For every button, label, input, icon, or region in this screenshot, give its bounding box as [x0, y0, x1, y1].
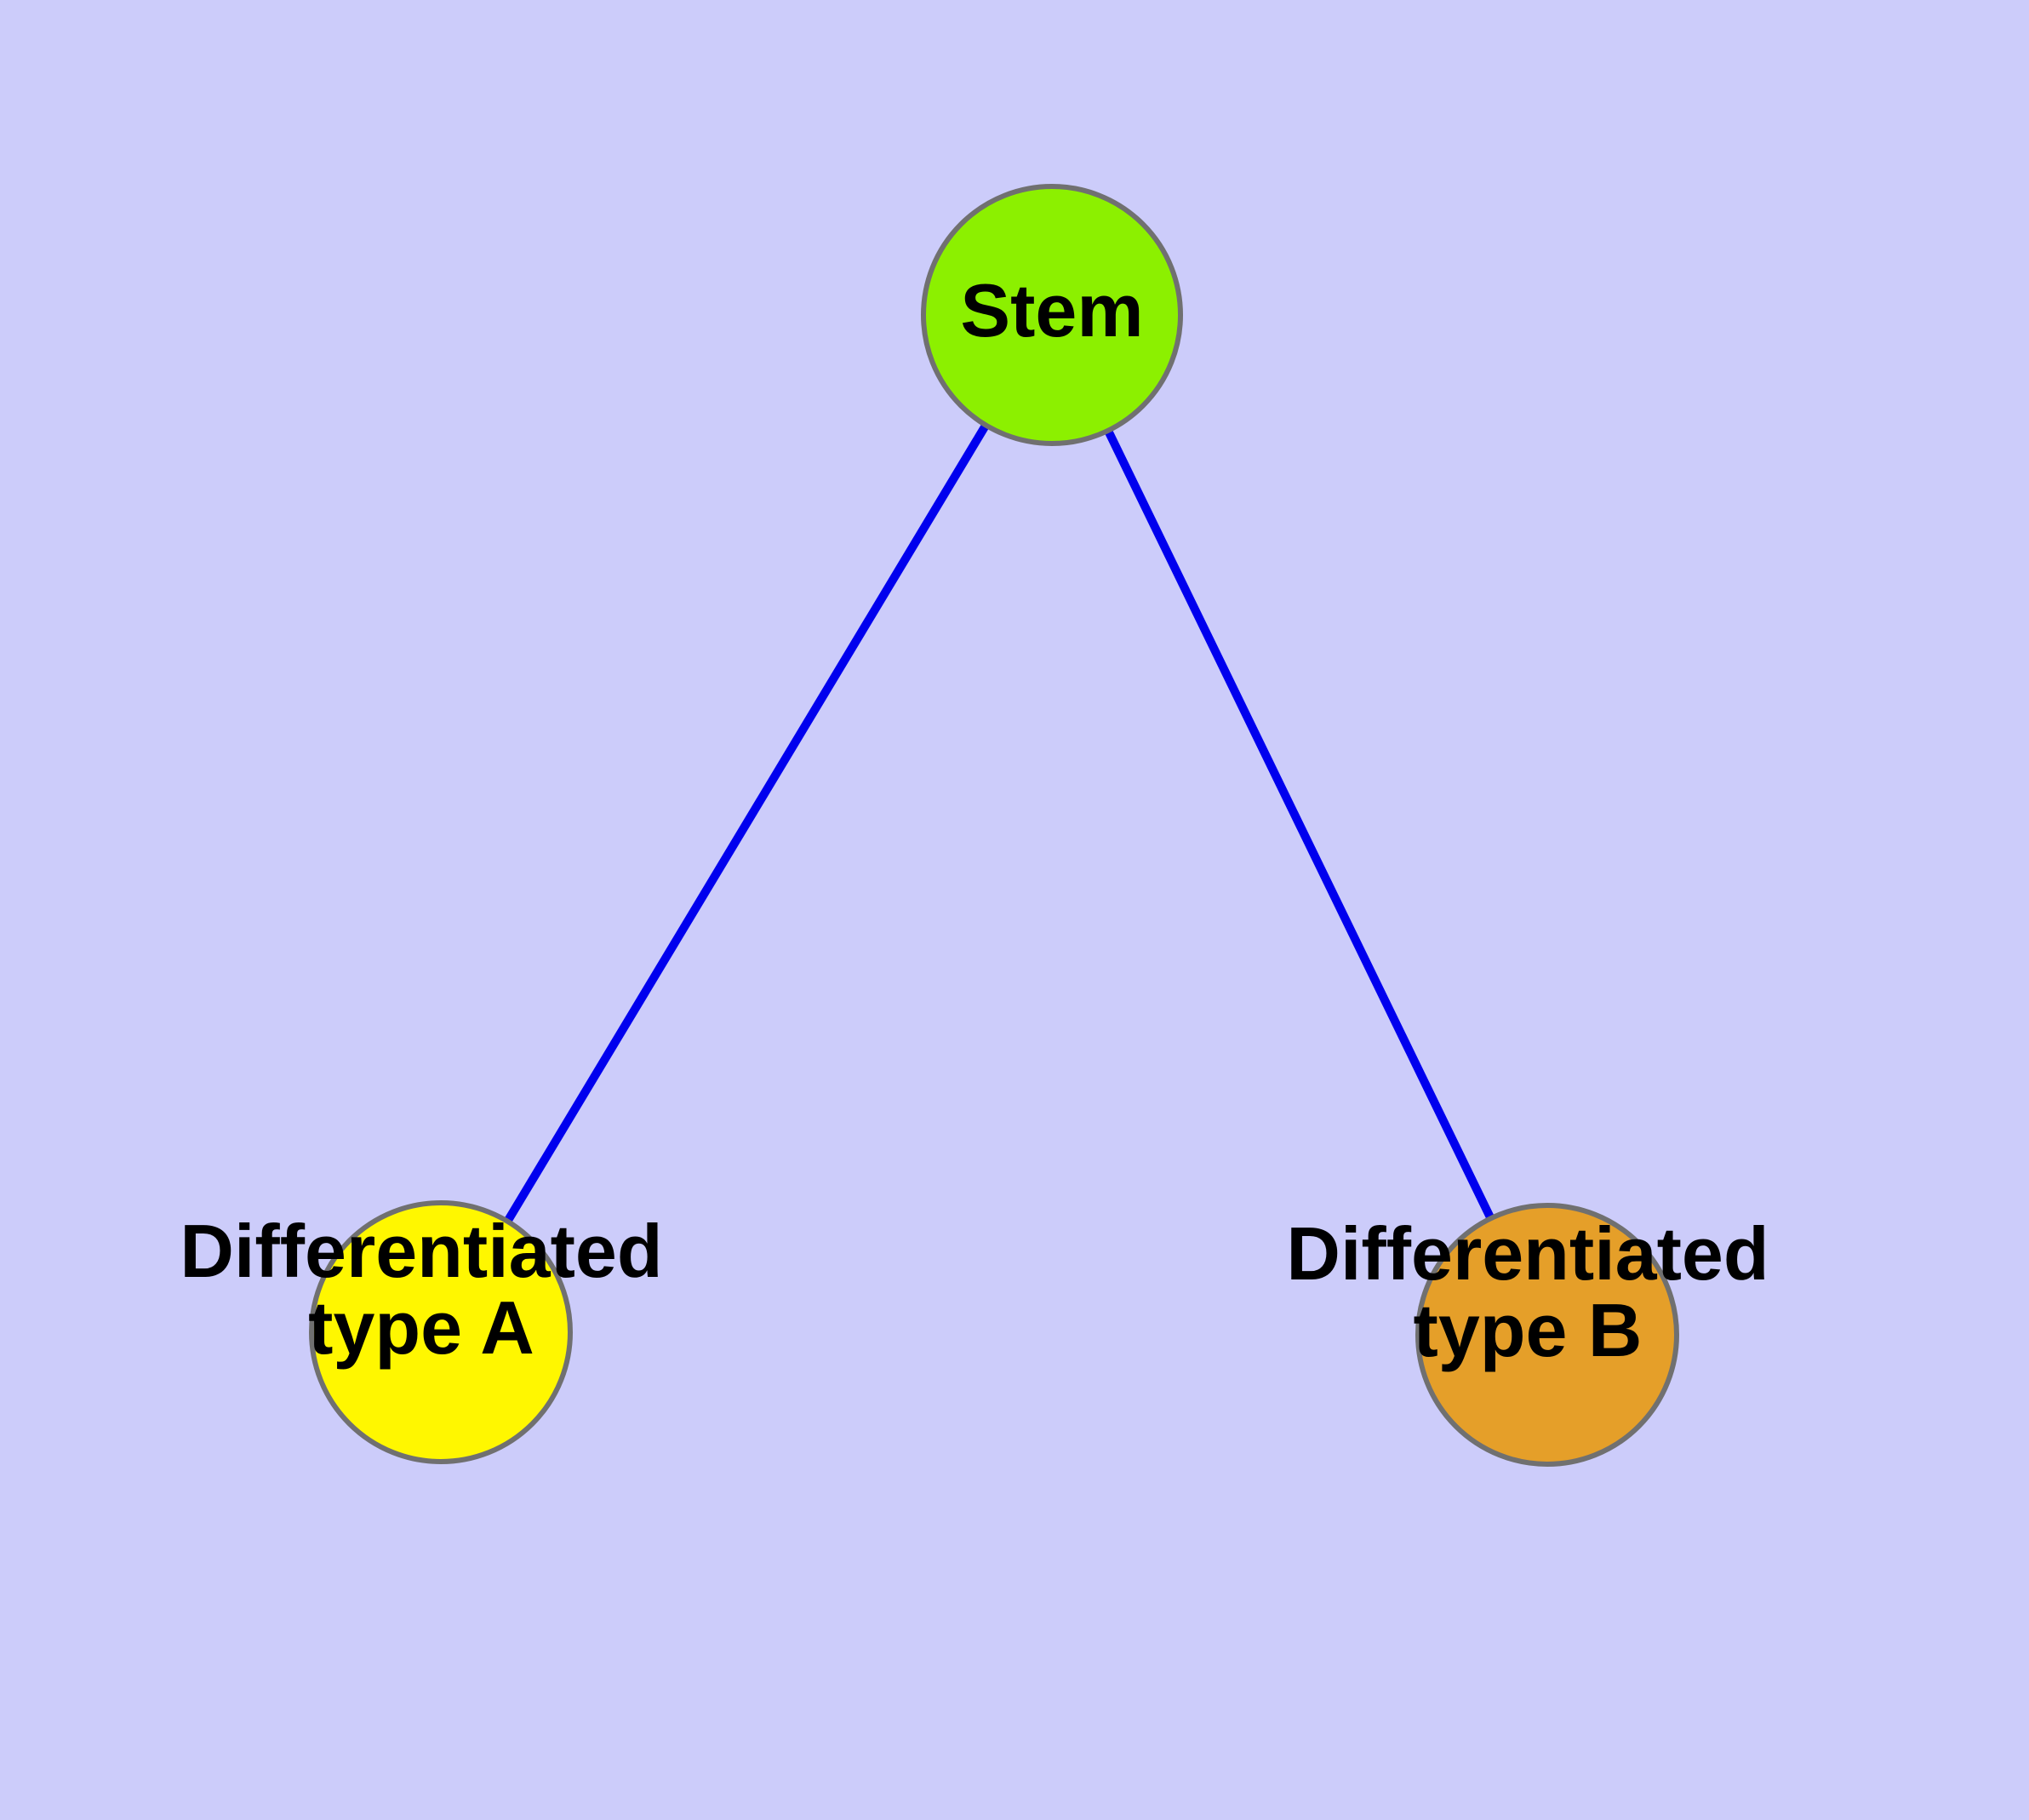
graph-node-label-line: Differentiated [1286, 1211, 1769, 1296]
graph-node-label-line: Stem [960, 268, 1143, 352]
graph-edge-stem-to-diff_b[interactable] [1048, 312, 1552, 1337]
graph-node-label-stem: Stem [960, 268, 1143, 352]
graph-node-stem[interactable] [921, 184, 1183, 446]
graph-node-label-line: Differentiated [180, 1209, 662, 1293]
graph-node-diff_b[interactable] [1415, 1203, 1679, 1467]
graph-node-diff_a[interactable] [309, 1200, 573, 1464]
graph-node-label-line: type A [308, 1285, 534, 1370]
nodes-layer [309, 184, 1679, 1467]
edges-layer [437, 312, 1552, 1337]
graph-edge-stem-to-diff_a[interactable] [437, 312, 1056, 1335]
graph-node-label-line: type B [1414, 1288, 1643, 1372]
